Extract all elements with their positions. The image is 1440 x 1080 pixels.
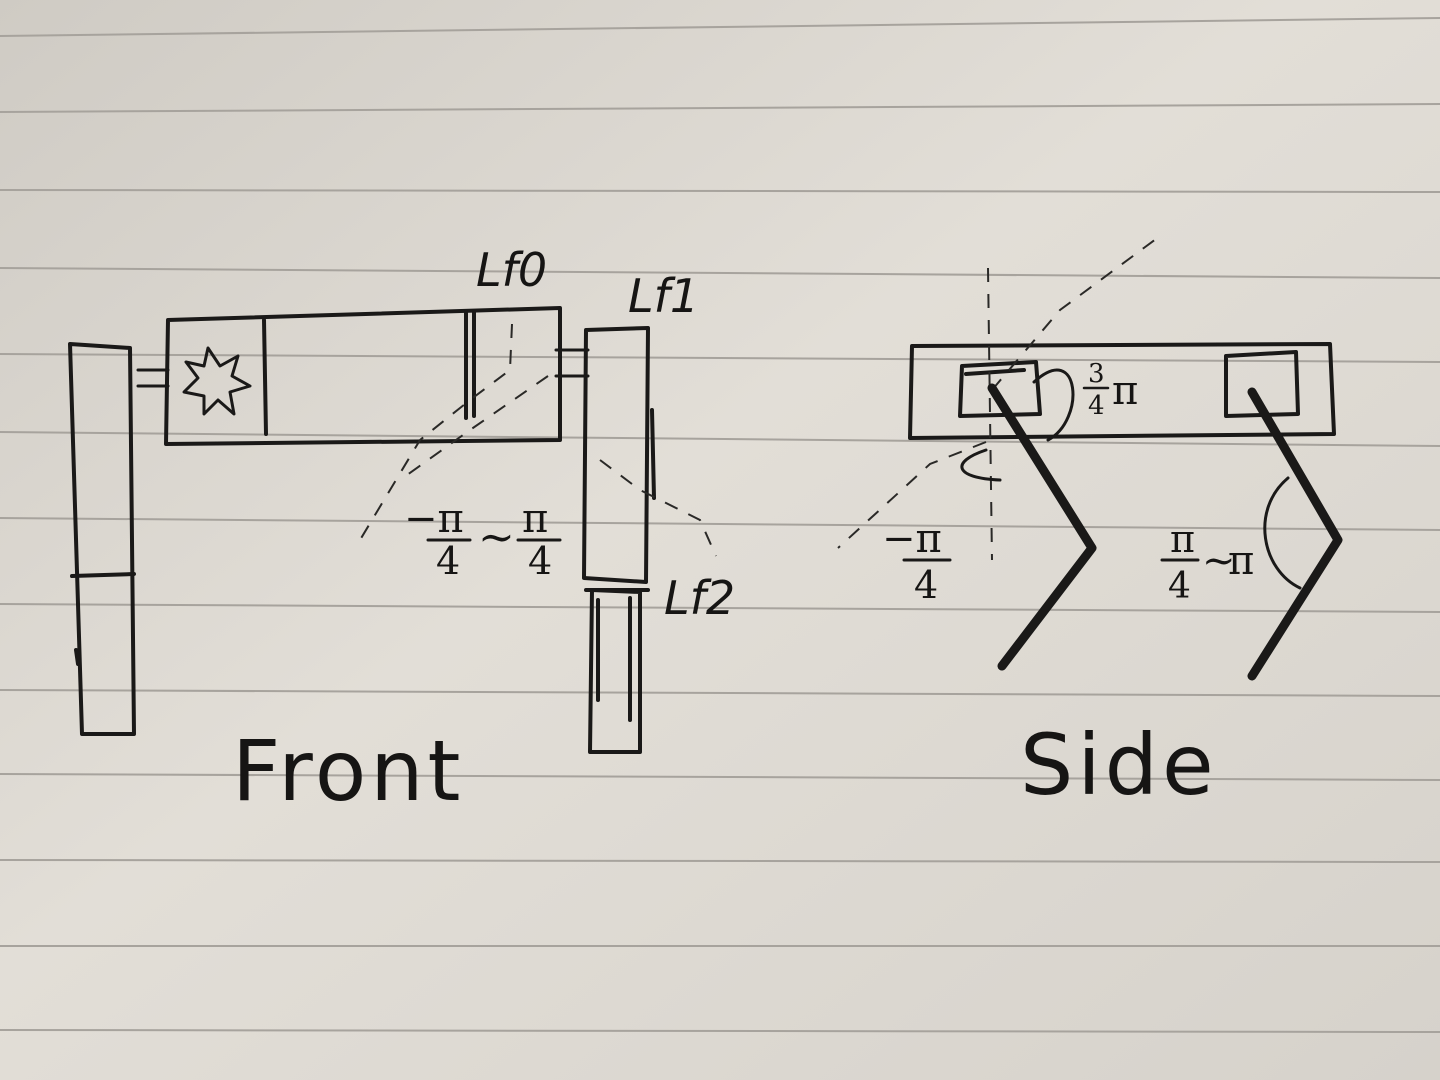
upper-angle-label: 3 4 π [1082, 359, 1138, 421]
lf0-rotation-arc-2 [399, 375, 549, 481]
side-view: 3 4 π −π 4 π 4 ~ π Side [837, 235, 1343, 814]
upper-angle-den: 4 [1088, 391, 1105, 421]
label-lf1: Lf1 [628, 269, 699, 323]
front-range-lower-den: 4 [436, 539, 460, 583]
lf0-rotation-arc [359, 323, 513, 541]
knee-angle-arc [1263, 476, 1302, 590]
lower-angle-arc [960, 448, 1002, 482]
upper-limit-line [991, 235, 1161, 391]
front-range-upper-den: 4 [528, 539, 552, 583]
knee-range-upper: π [1228, 538, 1254, 584]
knee-range-tilde: ~ [1202, 538, 1236, 584]
lower-limit-line [837, 441, 987, 549]
vertical-axis [987, 267, 993, 561]
front-range-label: −π 4 ~ π 4 [404, 496, 562, 583]
right-leg-upper [582, 326, 656, 584]
front-range-lower-num: −π [404, 496, 464, 542]
front-range-upper-num: π [522, 496, 548, 542]
side-caption: Side [1020, 716, 1218, 814]
rear-leg [1247, 387, 1343, 681]
upper-angle-arc [1032, 368, 1075, 442]
front-hip-joint [958, 360, 1042, 418]
right-leg-lower [584, 588, 650, 754]
knee-range-lower-den: 4 [1168, 566, 1191, 607]
label-lf2: Lf2 [664, 571, 735, 625]
body-block [164, 306, 562, 446]
knee-range-label: π 4 ~ π [1160, 517, 1254, 607]
lower-angle-label: −π 4 [882, 516, 952, 607]
left-connector [136, 368, 170, 388]
upper-angle-sym: π [1112, 368, 1138, 414]
lower-angle-den: 4 [914, 563, 938, 607]
motor-icon [182, 346, 252, 416]
lower-angle-num: −π [882, 516, 942, 562]
side-body-block [908, 342, 1336, 440]
left-leg [68, 342, 136, 736]
rear-hip-joint [1224, 350, 1300, 418]
ruled-lines [0, 17, 1440, 1033]
front-leg [987, 383, 1097, 671]
front-view: Lf0 Lf1 Lf2 −π 4 ~ π 4 Front [68, 243, 735, 820]
lf1-rotation-arc [599, 459, 717, 557]
front-caption: Front [232, 722, 464, 820]
right-connector [554, 348, 590, 378]
label-lf0: Lf0 [476, 243, 547, 297]
upper-angle-num: 3 [1088, 359, 1105, 389]
knee-range-lower-num: π [1170, 517, 1195, 561]
front-range-tilde: ~ [478, 512, 515, 563]
